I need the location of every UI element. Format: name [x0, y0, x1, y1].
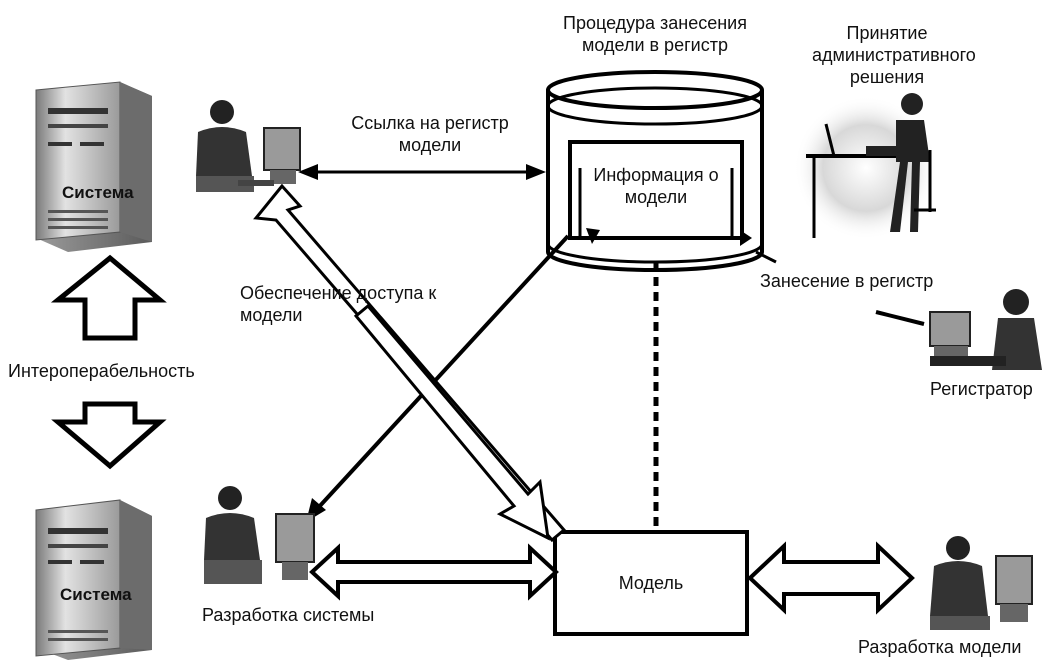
model-dev-arrow — [747, 541, 915, 615]
model-label: Модель — [618, 573, 684, 593]
registry-link-line1: Ссылка на регистр — [351, 113, 509, 133]
access-hollow-arrow-2 — [353, 303, 550, 541]
decision-label: Принятие административного решения — [812, 22, 976, 88]
server-top-icon — [35, 81, 152, 252]
registry-inner-line2: модели — [624, 187, 688, 207]
registrar-label: Регистратор — [930, 379, 1033, 399]
access-line1: Обеспечение доступа к — [240, 283, 437, 303]
server-top-label: Система — [62, 183, 134, 202]
registration-label: Занесение в регистр — [760, 271, 934, 291]
registration-connector — [578, 168, 777, 264]
registry-title: Процедура занесения модели в регистр — [520, 12, 790, 56]
model-box — [553, 530, 749, 636]
access-line2: модели — [240, 305, 303, 325]
registrar-line — [875, 310, 925, 326]
registry-link-arrow — [298, 164, 546, 180]
registry-cylinder — [546, 70, 764, 272]
registry-title-line1: Процедура занесения — [563, 13, 747, 33]
decision-line3: решения — [849, 67, 925, 87]
person-top-icon — [196, 100, 301, 192]
system-dev-label: Разработка системы — [202, 605, 375, 625]
server-bottom-label: Система — [60, 585, 132, 604]
person-model-dev-icon — [930, 536, 1033, 630]
registry-inner-box: Информация о модели — [574, 164, 738, 208]
interoperability-label: Интероперабельность — [8, 360, 195, 382]
registry-inner-line1: Информация о — [593, 165, 719, 185]
decision-line1: Принятие — [846, 23, 928, 43]
registry-link-label: Ссылка на регистр модели — [330, 112, 530, 156]
access-label: Обеспечение доступа к модели — [240, 282, 436, 326]
registry-title-line2: модели в регистр — [582, 35, 728, 55]
interoperability-arrow — [50, 254, 167, 470]
system-dev-arrow — [309, 543, 559, 601]
person-registrar-icon — [929, 289, 1042, 370]
person-system-dev-icon — [204, 486, 315, 584]
person-decision-icon — [794, 93, 938, 240]
decision-line2: административного — [812, 45, 976, 65]
model-dev-label: Разработка модели — [858, 637, 1022, 657]
server-bottom-icon — [35, 499, 152, 660]
registry-link-line2: модели — [398, 135, 462, 155]
